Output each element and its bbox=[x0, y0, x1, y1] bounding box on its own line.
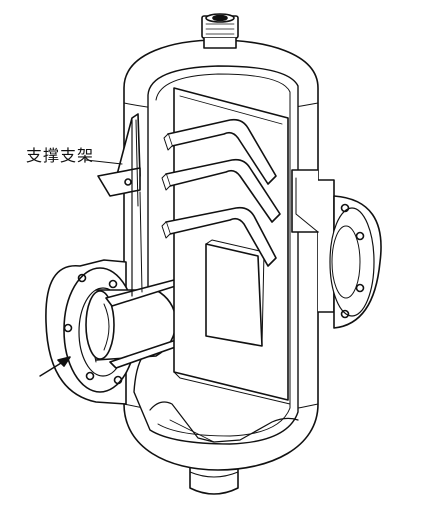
inlet-pipe bbox=[85, 289, 177, 361]
support-bracket-leader-line bbox=[85, 159, 123, 165]
right-outlet-flange bbox=[291, 169, 382, 329]
coalescer-pad bbox=[205, 239, 265, 347]
inlet-arrow bbox=[39, 356, 71, 377]
top-vent-fitting bbox=[201, 13, 239, 49]
support-bracket-label: 支撑支架 bbox=[26, 146, 95, 165]
cut-edge-inner bbox=[155, 73, 291, 437]
deflector-plates bbox=[161, 118, 281, 267]
